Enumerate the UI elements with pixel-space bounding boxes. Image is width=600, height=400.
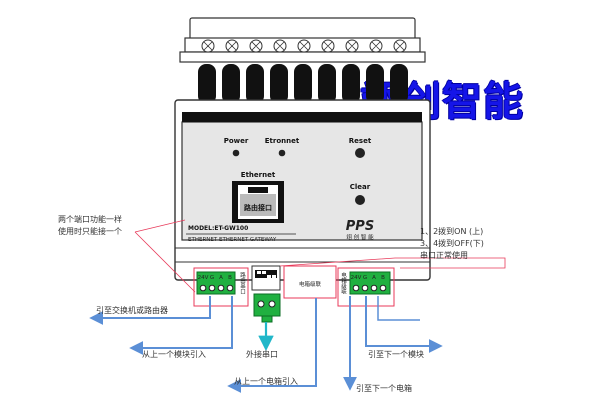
pps-logo-subtitle: 翊 创 智 能	[346, 233, 374, 241]
left-pin-g: G	[210, 275, 214, 281]
clear-button[interactable]	[355, 195, 365, 205]
ethernet-label: Ethernet	[241, 171, 276, 179]
note-from-prev-module: 从上一个模块引入	[142, 349, 206, 359]
etronnet-led	[278, 149, 286, 157]
note-dip-line1: 1、2拨到ON (上)	[420, 226, 483, 236]
right-pin-b: B	[381, 275, 385, 281]
router-port-label: 路由接口	[244, 203, 272, 212]
note-two-ports-line2: 使用时只能接一个	[58, 226, 122, 236]
note-dip-line2: 3、4拨到OFF(下)	[420, 238, 484, 248]
note-to-next-module: 引至下一个模块	[368, 349, 424, 359]
device-body	[174, 17, 431, 281]
top-screw-terminals	[201, 39, 407, 53]
left-pin-24v: 24V	[198, 275, 209, 281]
left-terminal-block: 24V G A B 路由串口	[193, 267, 249, 307]
note-external-serial: 外接串口	[246, 349, 278, 359]
note-dip-line3: 串口正常使用	[420, 250, 468, 260]
power-link-block: 电箱级联	[283, 265, 337, 299]
right-pin-a: A	[372, 275, 376, 281]
reset-label: Reset	[349, 137, 372, 145]
right-pin-24v: 24V	[351, 275, 362, 281]
reset-button[interactable]	[355, 148, 365, 158]
wiring-arrows	[89, 296, 443, 393]
model-subtitle: ETHERNET ETHERNET GATEWAY	[188, 237, 277, 243]
power-link-label: 电箱级联	[299, 280, 322, 288]
note-to-next-box: 引至下一个电箱	[356, 383, 412, 393]
clear-label: Clear	[350, 183, 371, 191]
pps-logo: PPS	[346, 219, 374, 234]
model-label: MODEL:ET-GW100	[188, 225, 248, 232]
ethernet-port[interactable]	[232, 181, 284, 223]
right-pin-g: G	[363, 275, 367, 281]
top-wire-ports	[198, 64, 408, 104]
pointer-lines	[134, 219, 506, 293]
note-from-prev-box: 从上一个电箱引入	[234, 376, 298, 386]
left-block-side-label: 路由串口	[239, 271, 246, 296]
dip-switch[interactable]	[251, 265, 281, 291]
power-label: Power	[224, 137, 249, 145]
etronnet-label: Etronnet	[265, 137, 300, 145]
right-block-side-label: 电箱级联	[340, 271, 347, 296]
left-pin-b: B	[228, 275, 232, 281]
power-led	[232, 149, 240, 157]
right-terminal-block: 24V G A B 电箱级联	[337, 267, 395, 307]
note-to-switch: 引至交换机或路由器	[96, 305, 168, 315]
left-pin-a: A	[219, 275, 223, 281]
external-serial-connector[interactable]	[253, 293, 281, 323]
note-two-ports-line1: 两个端口功能一样	[58, 214, 122, 224]
